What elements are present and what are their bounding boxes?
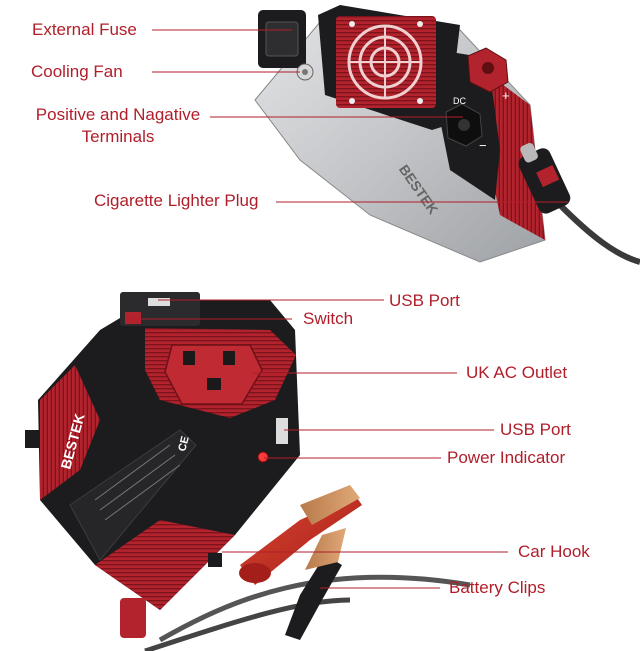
callout-cigarette-lighter-plug: Cigarette Lighter Plug <box>94 191 259 210</box>
power-cable <box>557 202 640 265</box>
leader-lines <box>130 29 568 589</box>
bottom-inverter: BESTEK CE <box>25 292 471 651</box>
battery-clip-black <box>285 528 346 640</box>
battery-clip-red <box>239 485 362 585</box>
usb-port-top-icon <box>148 298 170 306</box>
cigarette-lighter-plug-icon <box>518 142 571 214</box>
bottom-fins <box>95 520 235 610</box>
callout-usb-port-top: USB Port <box>389 291 460 310</box>
callout-external-fuse: External Fuse <box>32 20 137 39</box>
callout-uk-ac-outlet: UK AC Outlet <box>466 363 568 382</box>
uk-socket-icon <box>164 344 263 405</box>
clip-cable-2 <box>144 597 351 651</box>
negative-terminal <box>445 103 483 147</box>
callout-battery-clips: Battery Clips <box>449 578 546 597</box>
callout-cooling-fan: Cooling Fan <box>31 62 123 81</box>
callout-usb-port-side: USB Port <box>500 420 571 439</box>
ce-mark: CE <box>176 435 192 453</box>
callout-terminals: Positive and Nagative Terminals <box>30 104 206 148</box>
left-fins <box>40 365 100 500</box>
positive-mark: + <box>502 88 510 103</box>
power-indicator-icon <box>257 451 269 463</box>
dc-mark: DC <box>453 96 466 106</box>
clip-cable-1 <box>158 574 471 643</box>
negative-mark: − <box>479 138 487 153</box>
top-control-strip <box>120 292 200 326</box>
usb-port-side-icon <box>276 418 288 444</box>
callout-power-indicator: Power Indicator <box>447 448 566 467</box>
positive-terminal <box>467 47 509 93</box>
left-foot <box>25 430 39 448</box>
callout-terminals-line-1: Positive and Nagative <box>35 105 201 124</box>
callout-switch: Switch <box>303 309 354 328</box>
bottom-cap <box>120 598 146 638</box>
switch-icon <box>125 312 141 324</box>
cooling-fan-icon <box>347 21 423 104</box>
callout-car-hook: Car Hook <box>518 542 590 561</box>
car-hook-icon <box>208 553 222 567</box>
callout-terminals-line-2: Terminals <box>81 127 155 146</box>
top-inverter: + DC − BESTEK <box>254 5 640 265</box>
